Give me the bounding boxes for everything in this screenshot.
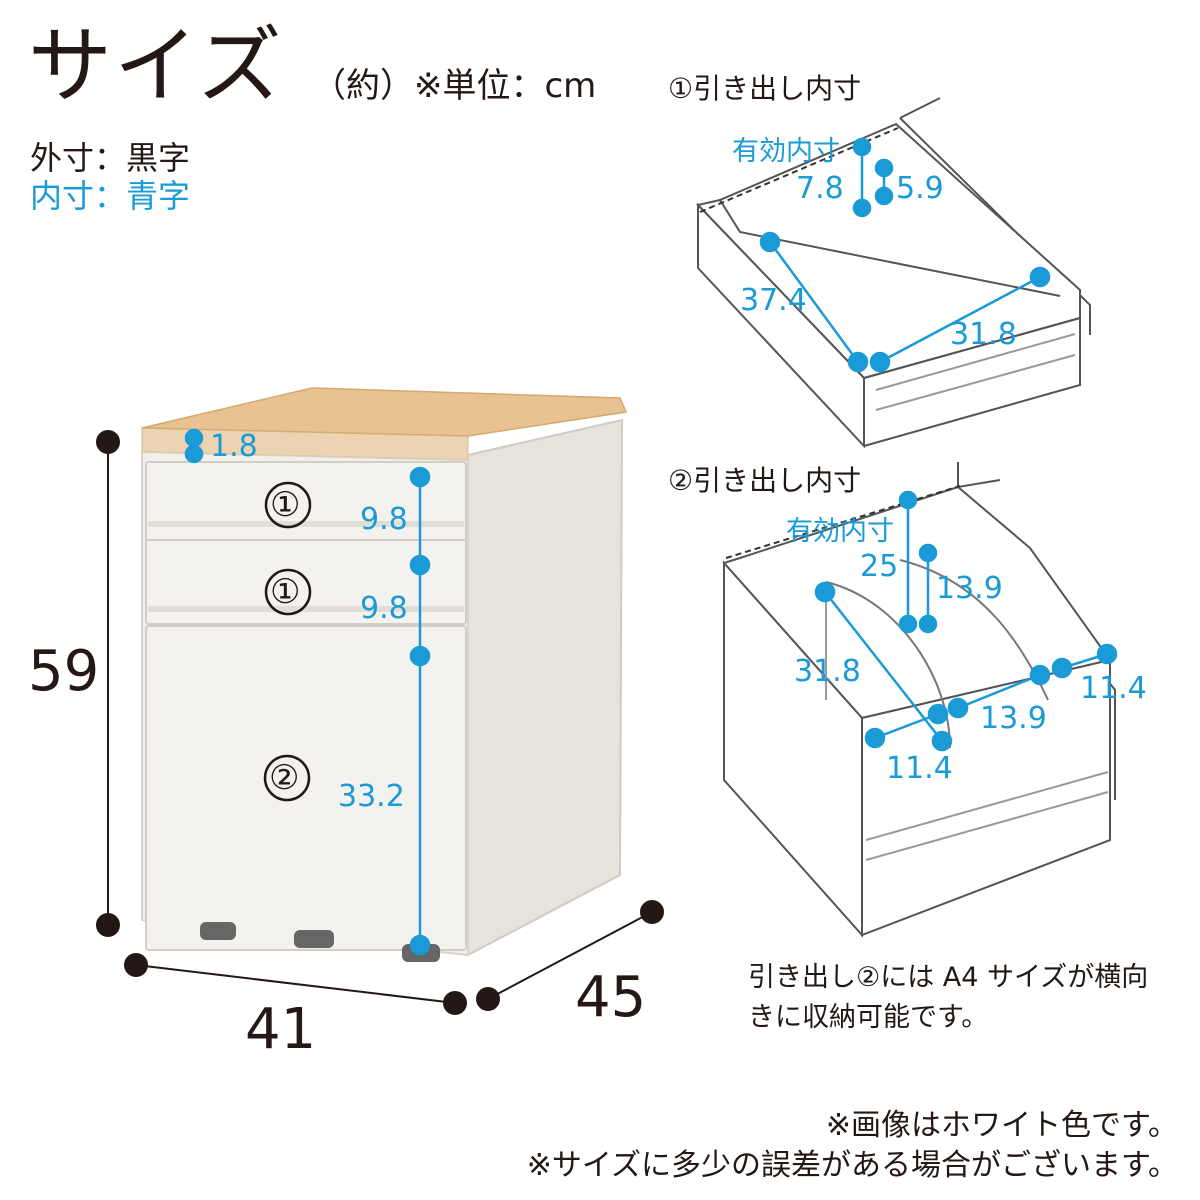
a4-storage-note: 引き出し②には A4 サイズが横向きに収納可能です。 bbox=[748, 962, 1149, 1033]
drawer-2-front bbox=[145, 539, 467, 625]
wood-top-edge bbox=[142, 428, 468, 460]
casters bbox=[200, 922, 440, 962]
drawer-1-dimension-lines bbox=[759, 137, 1051, 373]
cabinet-inner-dimension-lines bbox=[184, 428, 431, 956]
drawer-1-depth: 37.4 bbox=[740, 283, 807, 318]
footnote-color: ※画像はホワイト色です。 bbox=[825, 1108, 1178, 1143]
drawer-2-effective-label: 有効内寸 bbox=[786, 516, 894, 547]
drawer-2-front-section: 11.4 bbox=[886, 751, 953, 786]
drawer-2-height-total: 25 bbox=[860, 549, 899, 584]
cabinet-illustration bbox=[141, 387, 628, 962]
drawer-1-handle bbox=[148, 521, 464, 527]
drawer-3-mark: ② bbox=[269, 758, 300, 798]
drawer-mark-rings bbox=[263, 481, 312, 802]
legend-outer-dimension: 外寸：黒字 bbox=[30, 139, 191, 177]
drawer-2-dimension-lines bbox=[814, 490, 1118, 752]
wood-top bbox=[141, 387, 628, 437]
drawer-2-handle bbox=[148, 606, 464, 612]
drawer-2-middle-section: 13.9 bbox=[980, 701, 1047, 736]
drawer-2-illustration bbox=[722, 462, 1116, 938]
drawer-1-effective-label: 有効内寸 bbox=[732, 136, 840, 167]
outer-height-label: 59 bbox=[28, 639, 100, 704]
drawer-1-height-effective: 5.9 bbox=[896, 171, 944, 206]
drawer-2-height-label: 9.8 bbox=[360, 591, 408, 626]
drawer-2-mark: ① bbox=[270, 572, 301, 612]
drawer-3-height-label: 33.2 bbox=[338, 779, 405, 814]
outer-width-label: 41 bbox=[245, 997, 317, 1062]
cabinet-side bbox=[467, 418, 624, 957]
outer-dimension-lines bbox=[96, 430, 664, 1015]
drawer-1-height-total: 7.8 bbox=[796, 171, 844, 206]
drawer-1-mark: ① bbox=[270, 485, 301, 525]
drawer-1-illustration bbox=[696, 97, 1091, 449]
top-thickness-label: 1.8 bbox=[210, 429, 258, 464]
legend-inner-dimension: 内寸：青字 bbox=[30, 177, 191, 215]
drawer-2-height-effective: 13.9 bbox=[936, 571, 1003, 606]
page-title: サイズ bbox=[28, 17, 284, 115]
drawer-2-depth: 31.8 bbox=[794, 654, 861, 689]
drawer-1-width: 31.8 bbox=[950, 317, 1017, 352]
outer-depth-label: 45 bbox=[575, 965, 647, 1030]
drawer-2-section-label: ②引き出し内寸 bbox=[668, 464, 862, 497]
unit-note: （約）※単位：cm bbox=[312, 66, 597, 106]
footnote-tolerance: ※サイズに多少の誤差がある場合がございます。 bbox=[526, 1148, 1178, 1183]
drawer-1-section-label: ①引き出し内寸 bbox=[668, 72, 862, 105]
drawer-1-height-label: 9.8 bbox=[360, 502, 408, 537]
drawer-2-back-section: 11.4 bbox=[1080, 671, 1147, 706]
